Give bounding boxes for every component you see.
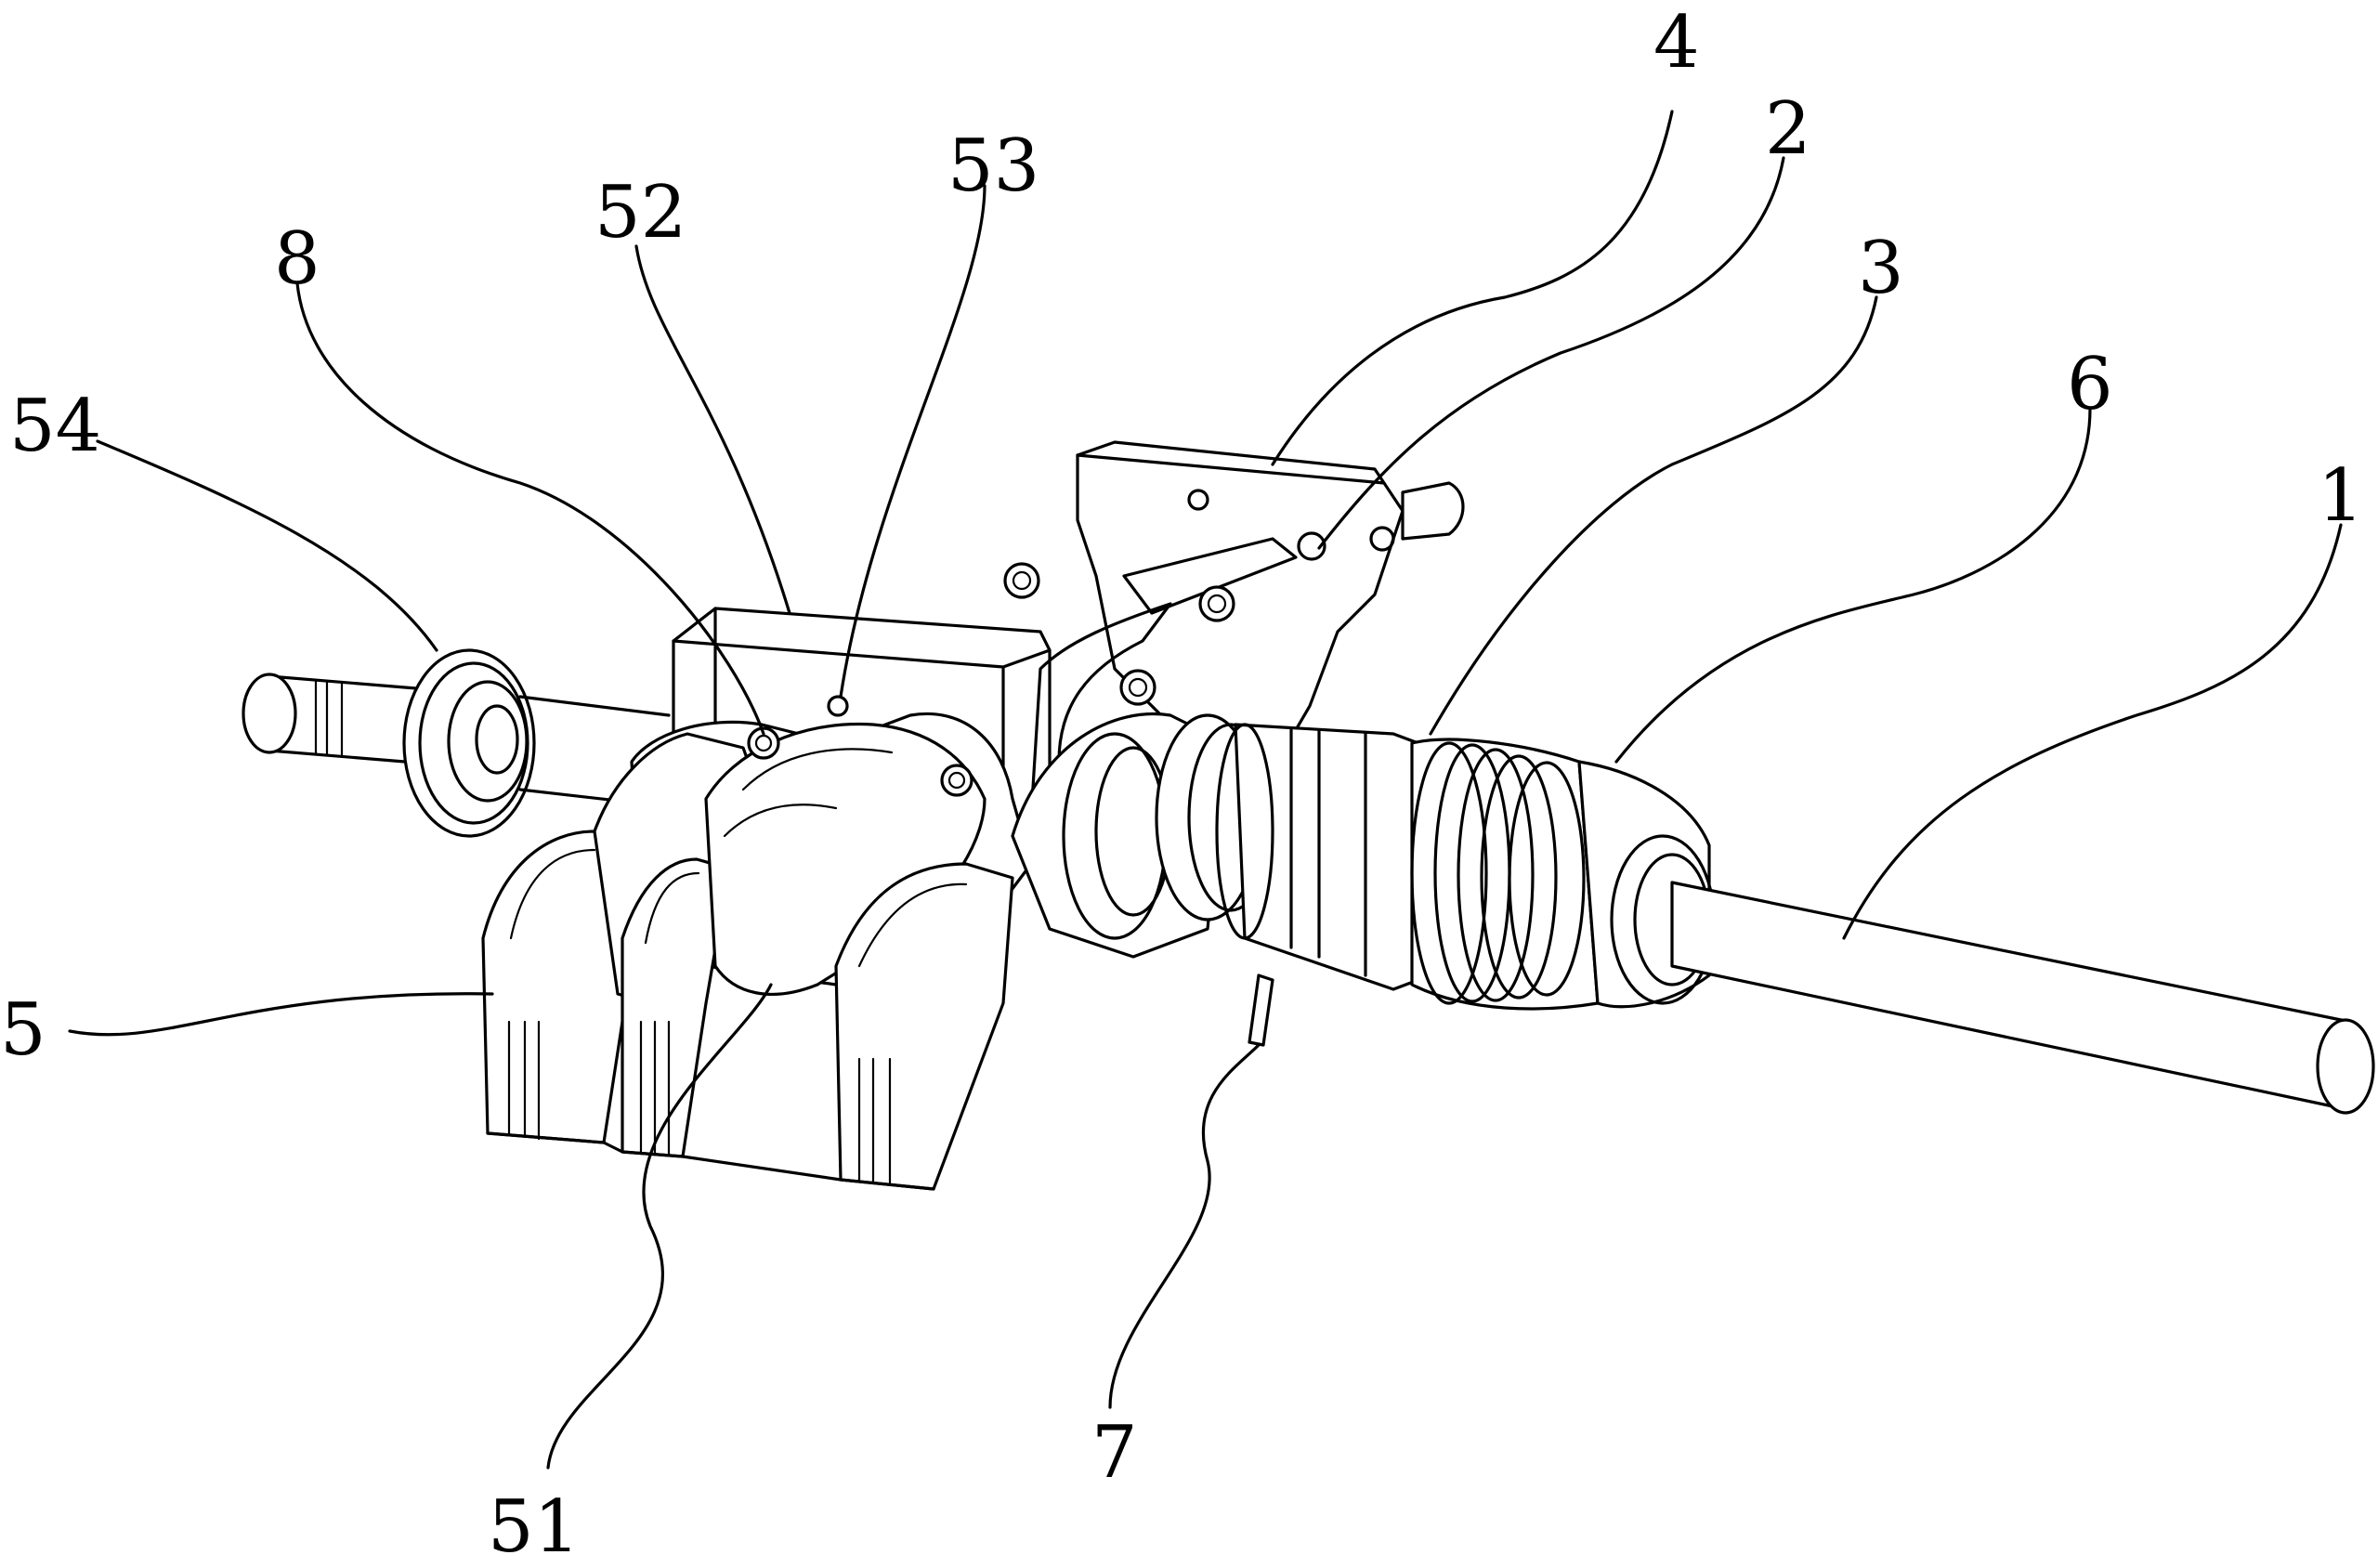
label-52: 52	[594, 171, 686, 255]
seat-assembly	[481, 712, 1033, 1191]
sleeve	[1215, 723, 1432, 991]
label-8: 8	[274, 217, 320, 301]
bracket-bolts	[1003, 562, 1235, 706]
label-3: 3	[1858, 227, 1904, 310]
right-shaft	[1670, 881, 2375, 1115]
bolt-8	[747, 726, 780, 760]
spring-pack	[1410, 738, 1716, 1011]
left-bearing	[402, 648, 536, 838]
label-54: 54	[9, 385, 101, 468]
leader-lines	[68, 110, 2343, 1470]
label-1: 1	[2318, 454, 2364, 538]
label-53: 53	[947, 124, 1039, 208]
label-5: 5	[0, 988, 46, 1072]
label-51: 51	[488, 1485, 580, 1568]
plate-hole-53	[827, 695, 849, 717]
label-6: 6	[2067, 343, 2113, 426]
left-shaft-end	[242, 673, 429, 765]
top-bracket	[1003, 440, 1465, 838]
bolt-front	[940, 764, 973, 797]
label-4: 4	[1653, 1, 1700, 85]
label-7: 7	[1091, 1411, 1138, 1495]
pin-7	[1248, 973, 1274, 1047]
label-2: 2	[1765, 87, 1811, 171]
